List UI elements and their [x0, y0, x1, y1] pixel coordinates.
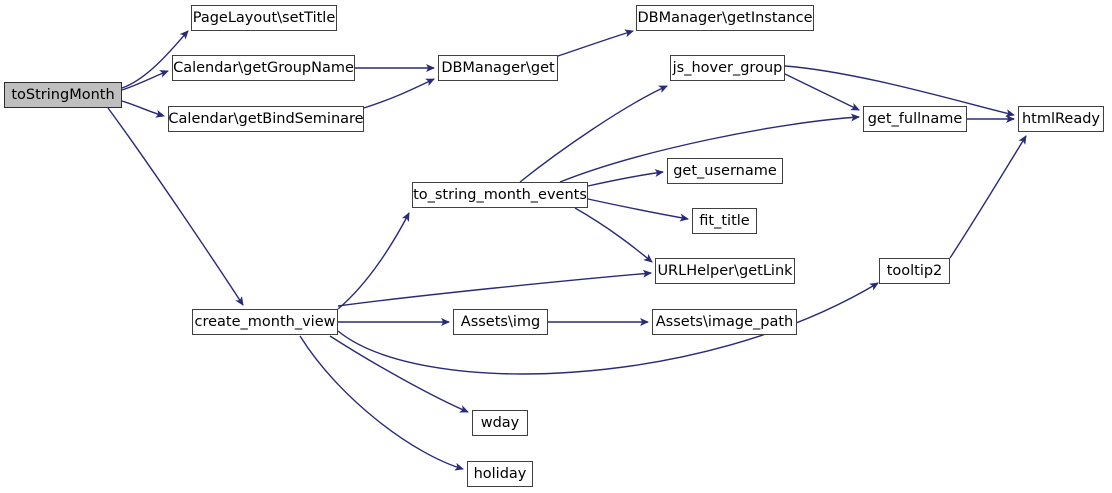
- edge-to_string_month_events-to-fit_title: [587, 198, 689, 222]
- edge-toStringMonth-to-Calendar_getBindSeminare: [121, 100, 165, 118]
- edge-create_month_view-to-holiday: [299, 335, 464, 471]
- edge-toStringMonth-to-PageLayout_setTitle: [121, 30, 189, 89]
- graph-node-fit_title[interactable]: fit_title: [692, 208, 757, 234]
- edge-to_string_month_events-to-js_hover_group: [519, 85, 668, 183]
- graph-node-toStringMonth[interactable]: toStringMonth: [4, 82, 122, 108]
- edge-toStringMonth-to-Calendar_getGroupName: [121, 70, 169, 91]
- graph-node-to_string_month_events[interactable]: to_string_month_events: [412, 182, 588, 208]
- edge-Calendar_getBindSeminare-to-DBManager_get: [363, 78, 435, 109]
- edge-DBManager_get-to-DBManager_getInstance: [557, 29, 634, 57]
- graph-node-get_fullname[interactable]: get_fullname: [863, 106, 967, 132]
- graph-node-htmlReady[interactable]: htmlReady: [1018, 106, 1104, 132]
- edge-create_month_view-to-wday: [329, 335, 469, 413]
- edge-create_month_view-to-tooltip2: [337, 282, 879, 375]
- edge-to_string_month_events-to-get_fullname: [559, 113, 860, 183]
- edge-js_hover_group-to-htmlReady: [784, 65, 1015, 118]
- graph-node-create_month_view[interactable]: create_month_view: [192, 309, 338, 335]
- graph-node-get_username[interactable]: get_username: [667, 158, 783, 184]
- graph-node-holiday[interactable]: holiday: [467, 461, 533, 487]
- graph-node-Calendar_getBindSeminare[interactable]: Calendar\getBindSeminare: [168, 106, 364, 132]
- graph-node-DBManager_getInstance[interactable]: DBManager\getInstance: [636, 5, 814, 31]
- graph-node-DBManager_get[interactable]: DBManager\get: [438, 55, 558, 81]
- edge-create_month_view-to-URLHelper_getLink: [337, 269, 652, 307]
- graph-node-URLHelper_getLink[interactable]: URLHelper\getLink: [655, 258, 795, 284]
- graph-node-Calendar_getGroupName[interactable]: Calendar\getGroupName: [172, 55, 355, 81]
- graph-node-js_hover_group[interactable]: js_hover_group: [670, 55, 785, 81]
- graph-node-tooltip2[interactable]: tooltip2: [879, 258, 950, 284]
- edge-to_string_month_events-to-get_username: [587, 169, 664, 187]
- graph-node-wday[interactable]: wday: [472, 410, 528, 436]
- edge-to_string_month_events-to-URLHelper_getLink: [574, 207, 653, 263]
- graph-node-PageLayout_setTitle[interactable]: PageLayout\setTitle: [191, 5, 337, 31]
- graph-node-Assets_img[interactable]: Assets\img: [453, 309, 548, 335]
- edge-tooltip2-to-htmlReady: [949, 135, 1027, 259]
- edge-create_month_view-to-to_string_month_events: [337, 212, 410, 310]
- graph-node-Assets_image_path[interactable]: Assets\image_path: [652, 309, 797, 335]
- edge-js_hover_group-to-get_fullname: [784, 73, 860, 111]
- edge-toStringMonth-to-create_month_view: [107, 107, 244, 306]
